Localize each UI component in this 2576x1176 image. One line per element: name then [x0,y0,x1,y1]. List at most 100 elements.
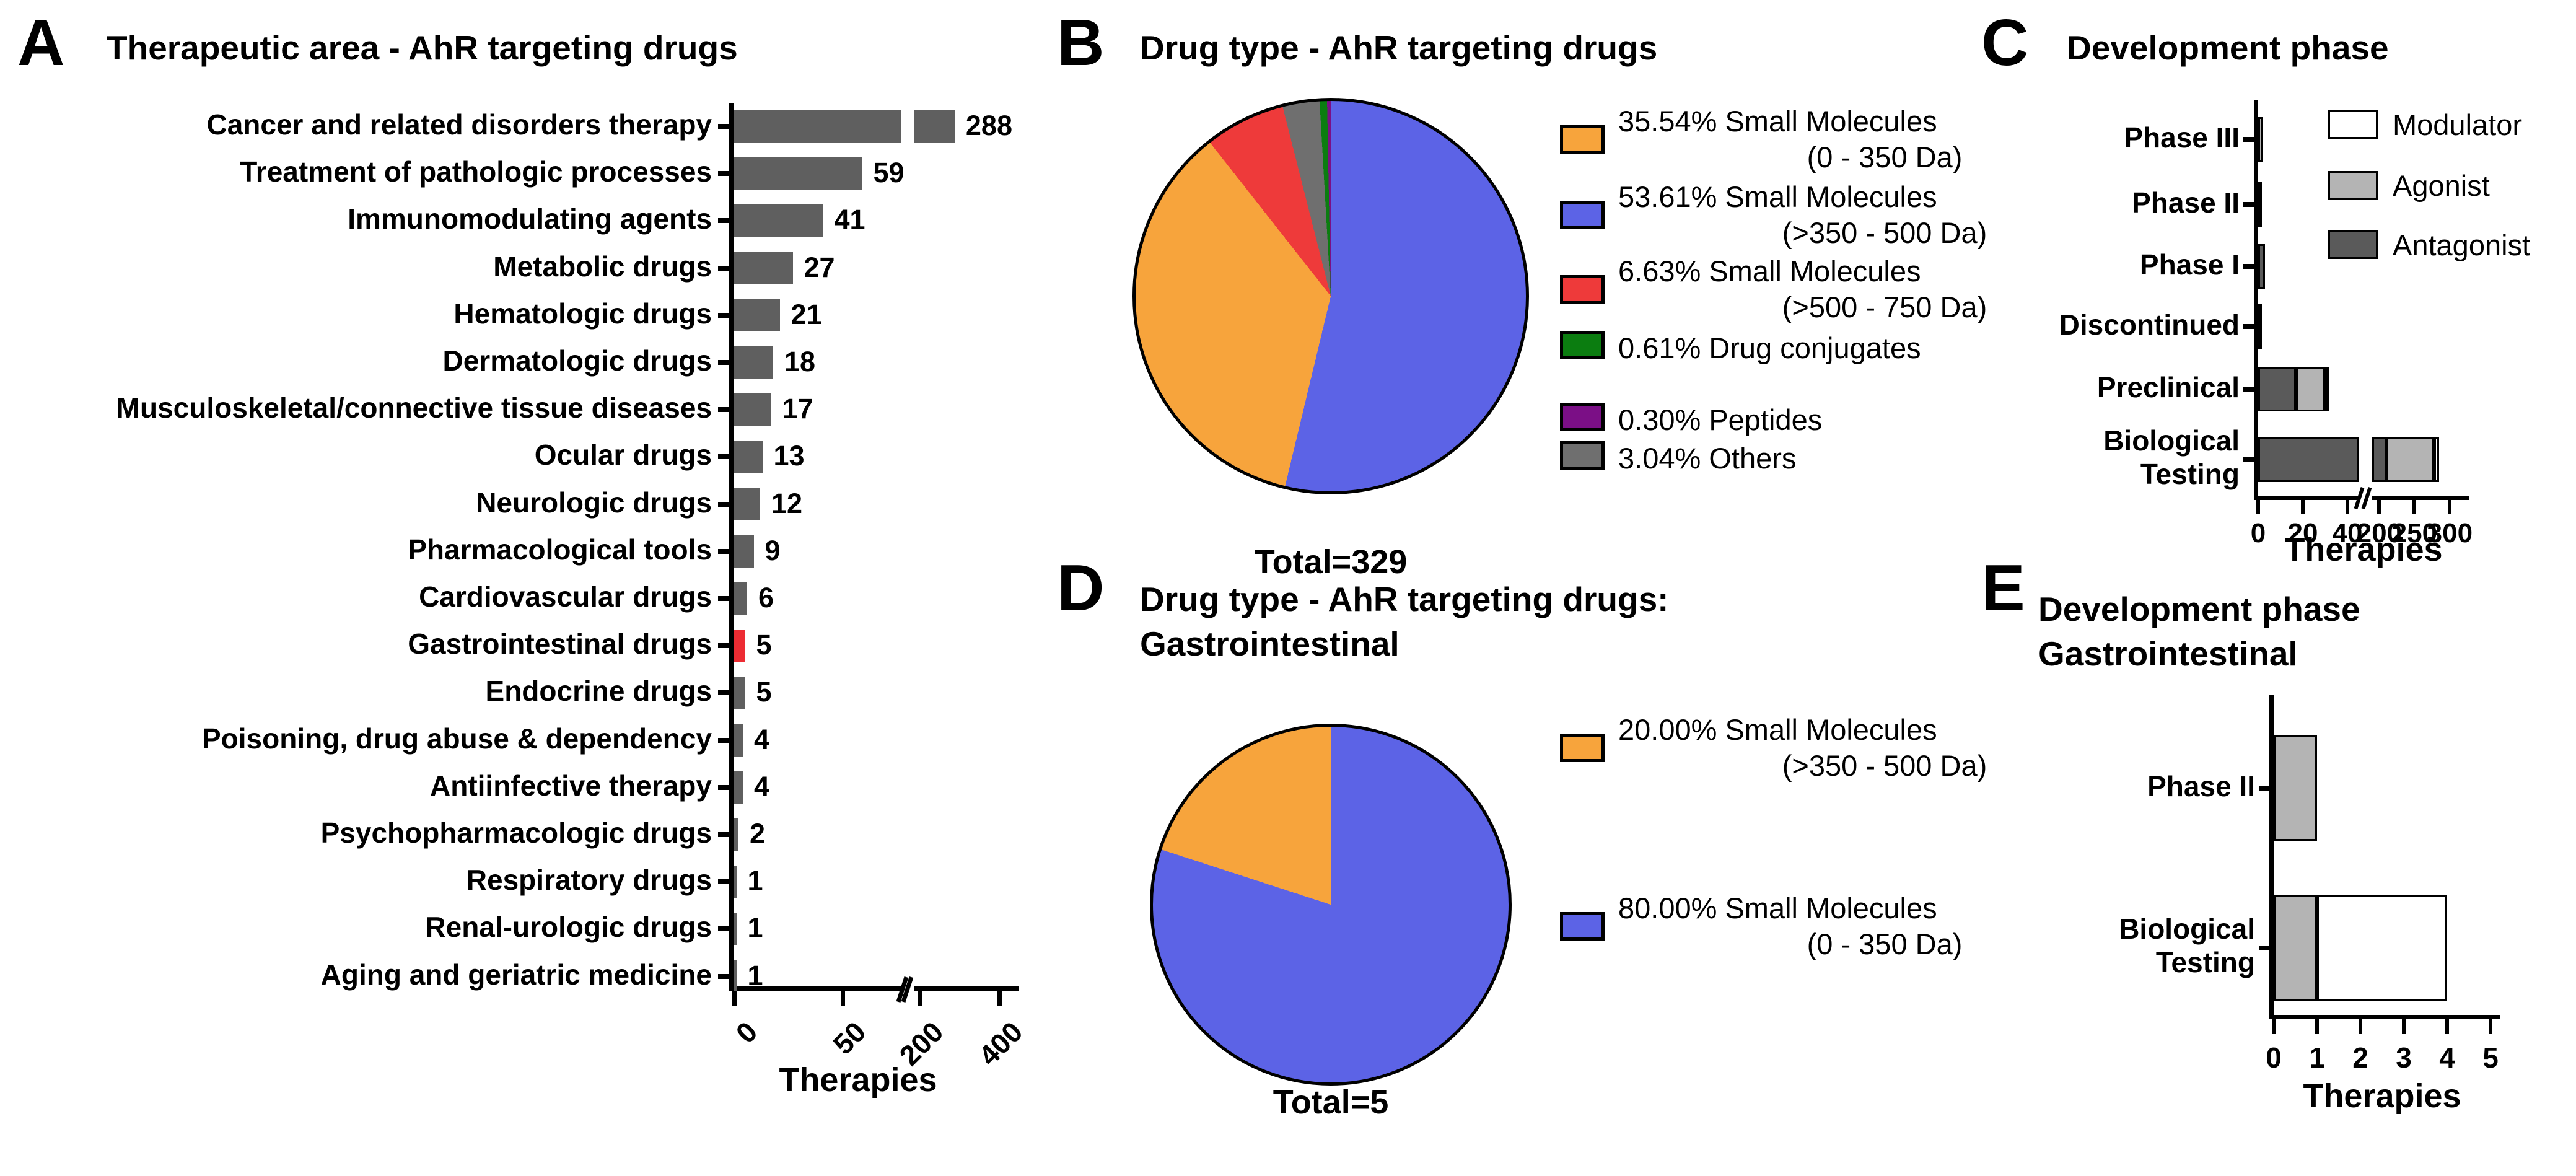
y-axis-tick [718,407,730,413]
panel-a-xaxis-title: Therapies [779,1061,937,1099]
y-axis-tick [2243,387,2254,392]
y-axis-tick [718,926,730,932]
x-axis [729,986,901,991]
y-axis-tick [718,218,730,224]
panel-c-xaxis-title: Therapies [2284,531,2443,568]
x-tick-label: 0 [2266,1042,2282,1074]
value-label: 12 [771,487,803,519]
y-axis-tick [718,690,730,696]
category-label: Biological [2103,424,2240,457]
y-axis-tick [718,548,730,554]
panel-e-letter: E [1981,551,2025,625]
y-axis-tick [2259,786,2270,791]
legend-entry-label: Antagonist [2393,229,2531,261]
value-label: 41 [834,204,865,236]
legend-entry-label-line2: (>500 - 750 Da) [1782,291,1987,323]
x-tick-label: 0 [2250,518,2266,548]
x-tick-label: 4 [2439,1042,2455,1074]
y-axis-tick [718,737,730,743]
bar [734,582,747,615]
y-axis-tick [718,596,730,601]
category-label: Phase II [2132,186,2240,219]
bar [734,818,738,851]
legend-entry-label: 35.54% Small Molecules [1618,105,1937,138]
y-axis-tick [718,643,730,649]
value-label: 1 [747,959,763,991]
bar-segment-agonist [2274,895,2317,1001]
category-label: Phase I [2139,248,2240,281]
x-axis-tick [2448,500,2452,514]
category-label: Metabolic drugs [493,250,712,283]
bar-segment-antagonist [2258,182,2262,227]
pie [1150,724,1512,1086]
legend-entry-label-line2: (>350 - 500 Da) [1782,749,1987,782]
bar-segment-antagonist [2258,367,2297,411]
legend-swatch [2328,171,2378,200]
value-label: 2 [750,818,766,849]
x-axis-tick [2315,1019,2319,1034]
y-axis-tick [718,879,730,885]
panel-c-title: Development phase [2067,29,2389,67]
value-label: 5 [756,629,772,661]
x-tick-label: 5 [2482,1042,2499,1074]
x-tick-label: 1 [2309,1042,2325,1074]
bar-segment-antagonist [2258,437,2359,482]
panel-a-letter: A [17,6,65,79]
panel-d-title-line1: Drug type - AhR targeting drugs: [1140,580,1669,618]
legend-swatch [1560,201,1605,229]
value-label: 1 [747,912,763,944]
legend-swatch [2328,230,2378,259]
panel-a-title: Therapeutic area - AhR targeting drugs [107,29,738,67]
x-axis-tick [2445,1019,2449,1034]
legend-entry-label: Agonist [2393,169,2490,202]
y-axis-tick [2243,202,2254,207]
value-label: 21 [791,298,822,330]
panel-c-letter: C [1981,6,2029,79]
x-axis-tick [2412,500,2417,514]
bar-segment-antagonist [2258,304,2262,349]
category-label: Musculoskeletal/connective tissue diseas… [116,392,712,424]
bar [734,393,771,426]
x-axis-tick [997,991,1002,1006]
value-label: 13 [773,440,805,472]
panel-b-total: Total=329 [1254,543,1408,581]
category-label: Discontinued [2059,309,2240,341]
value-label: 17 [782,393,813,425]
x-axis-tick [2301,500,2305,514]
value-label: 288 [965,110,1012,141]
bar [734,771,743,804]
legend-swatch [1560,403,1605,431]
x-tick-label: 20 [2287,518,2318,548]
bar [734,346,773,379]
x-axis-tick [2346,500,2349,514]
category-label: Hematologic drugs [453,297,712,330]
legend-swatch [2328,110,2378,139]
bar [734,299,780,331]
y-axis-tick [718,454,730,460]
x-axis-tick [2256,500,2260,514]
x-axis-tick [2377,500,2381,514]
x-axis-tick [2272,1019,2276,1034]
category-label: Cancer and related disorders therapy [206,108,712,141]
legend-swatch [1560,734,1605,762]
y-axis-tick [2243,137,2254,142]
legend-entry-label-line2: (>350 - 500 Da) [1782,216,1987,249]
y-axis-tick [718,832,730,837]
legend-swatch [1560,275,1605,304]
legend-entry-label: 6.63% Small Molecules [1618,255,1921,287]
legend-entry-label: 3.04% Others [1618,442,1797,475]
x-tick-label: 40 [2332,518,2363,548]
y-axis-tick [718,171,730,177]
category-label: Gastrointestinal drugs [408,628,712,660]
x-axis-tick [2489,1019,2492,1034]
category-label: Respiratory drugs [466,864,712,897]
y-axis-tick [2259,946,2270,950]
legend-entry-label: Modulator [2393,108,2522,141]
panel-b-letter: B [1057,6,1105,79]
